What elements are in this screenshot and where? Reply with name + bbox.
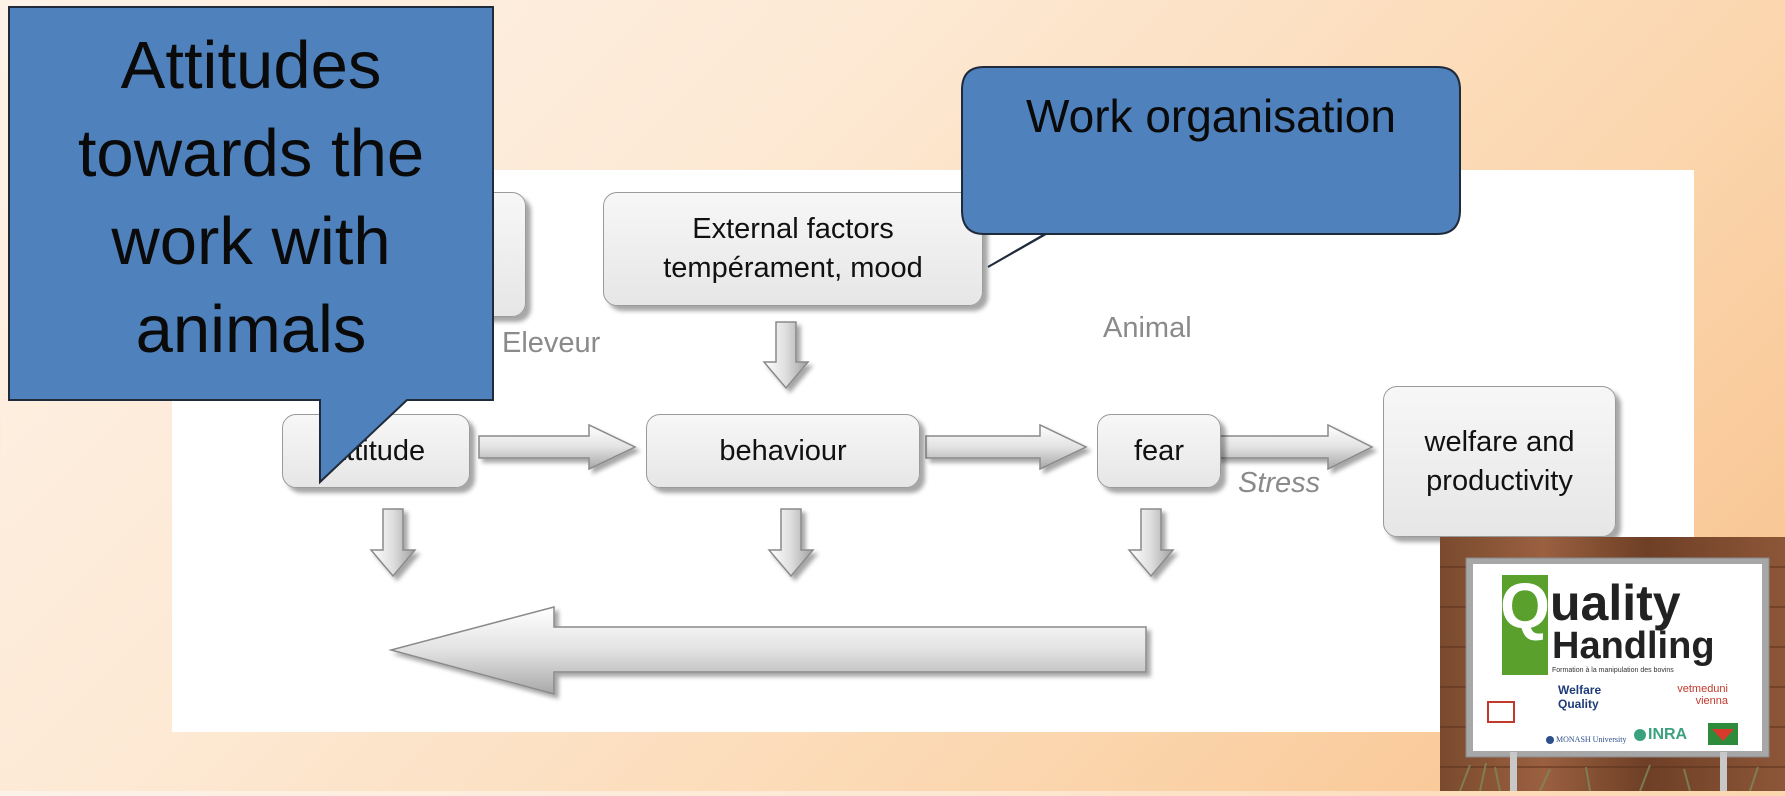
animal-label: Animal	[1103, 312, 1192, 344]
work-organisation-callout-text: Work organisation	[1026, 90, 1396, 142]
logo-tagline: Formation à la manipulation des bovins	[1552, 667, 1674, 674]
arrow-behaviour-down	[767, 508, 815, 578]
arrow-external-down	[762, 321, 810, 390]
arrow-attitude-to-behaviour	[478, 423, 637, 471]
welfare-box: welfare and productivity	[1383, 386, 1616, 537]
work-organisation-callout-shape	[961, 66, 1461, 268]
fear-text: fear	[1134, 434, 1184, 467]
behaviour-text: behaviour	[719, 434, 847, 467]
quality-handling-logo: Q uality Handling Formation à la manipul…	[1440, 537, 1785, 792]
arrow-behaviour-to-fear	[925, 423, 1088, 471]
fear-box: fear	[1097, 414, 1221, 488]
arrow-fear-to-welfare	[1216, 423, 1374, 471]
partner-monash: MONASH University	[1556, 735, 1627, 744]
logo-q: Q	[1500, 570, 1550, 642]
partner-vetmeduni: vetmeduni vienna	[1677, 683, 1728, 707]
logo-sign-graphic	[1440, 537, 1785, 792]
attitudes-callout-shape	[8, 6, 494, 485]
logo-uality: uality	[1550, 575, 1681, 631]
stress-label: Stress	[1238, 467, 1321, 499]
feedback-arrow-left	[388, 606, 1147, 695]
arrow-attitude-down	[369, 508, 417, 578]
partner-welfare-quality: Welfare Quality	[1558, 683, 1602, 711]
eleveur-label: Eleveur	[502, 327, 601, 359]
logo-handling: Handling	[1552, 625, 1715, 667]
arrow-fear-down	[1127, 508, 1175, 578]
behaviour-box: behaviour	[646, 414, 920, 488]
attitudes-callout-text: Attitudes towards the work with animals	[77, 28, 425, 367]
partner-inra: INRA	[1648, 726, 1688, 743]
external-factors-box: External factors tempérament, mood	[603, 192, 983, 306]
external-factors-text: External factors tempérament, mood	[663, 213, 923, 284]
welfare-text: welfare and productivity	[1424, 425, 1575, 497]
